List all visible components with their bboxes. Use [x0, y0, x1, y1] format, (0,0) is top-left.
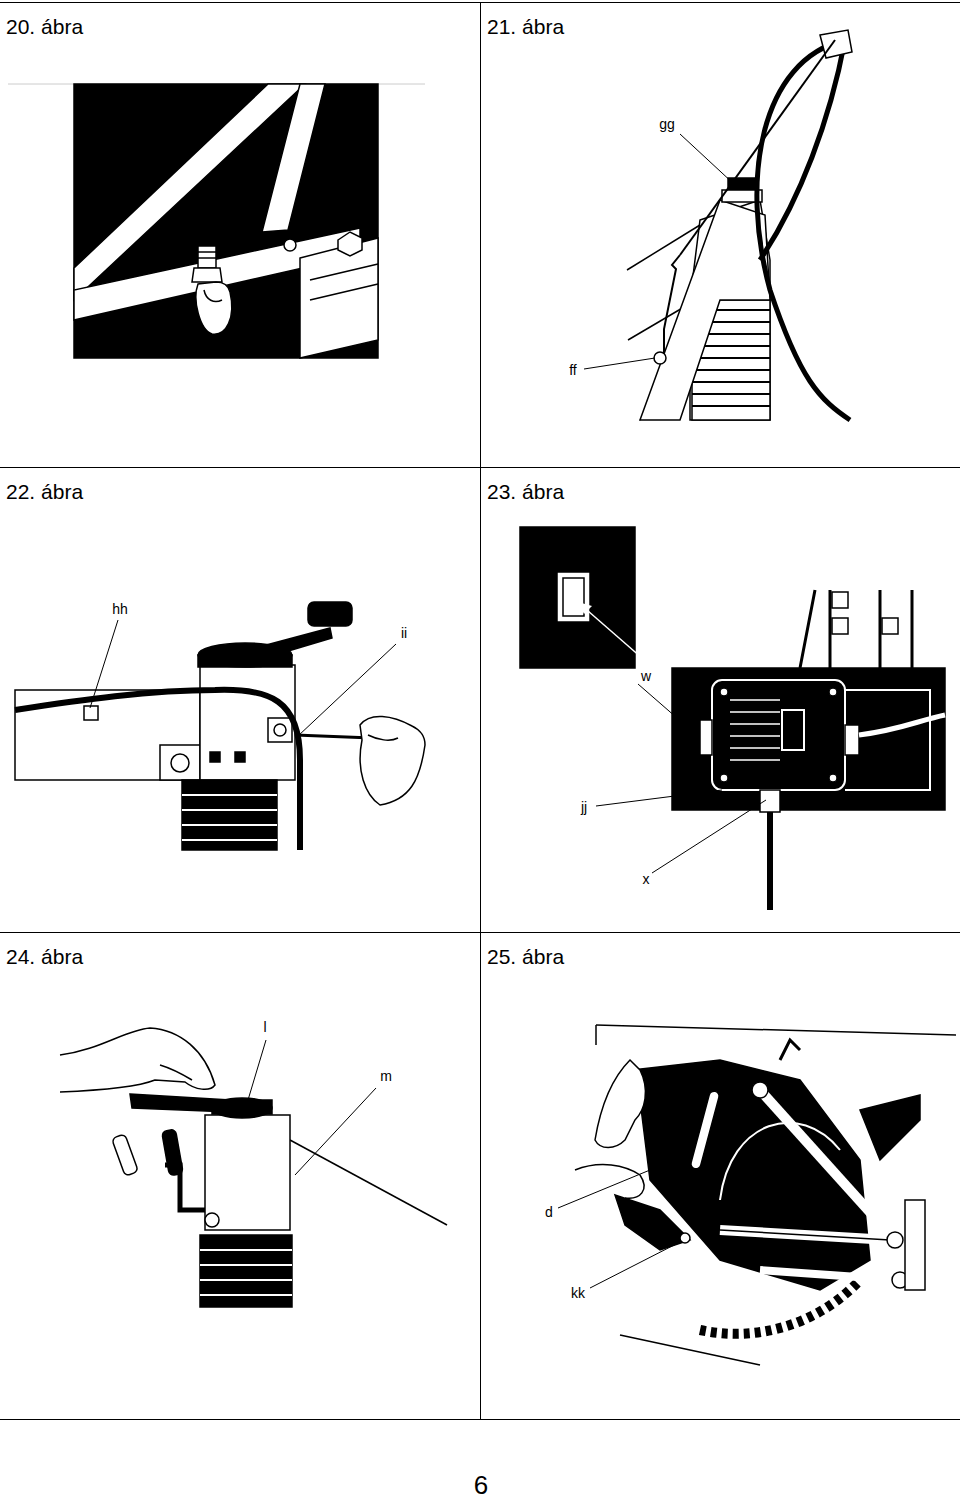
callout-letter: gg: [657, 117, 677, 132]
callout-letter: kk: [569, 1286, 587, 1301]
frame-bolt-figure: [8, 84, 425, 358]
arm-crank-figure: [15, 602, 425, 850]
callout-letter: d: [543, 1205, 555, 1220]
figure-heading: 23. ábra: [487, 480, 564, 504]
figure-panel: 25. ábra: [481, 932, 960, 1420]
figure-heading: 22. ábra: [6, 480, 83, 504]
figure-panel: 20. ábra: [0, 2, 481, 467]
switch-box-figure: [520, 527, 945, 910]
callout-letter: hh: [110, 602, 130, 617]
callout-letter: ff: [567, 363, 579, 378]
page-number: 6: [472, 1471, 490, 1499]
figure-heading: 25. ábra: [487, 945, 564, 969]
callout-letter: jj: [579, 800, 589, 815]
figure-panel: 22. ábra: [0, 467, 481, 932]
blade-guard-figure: [575, 1025, 956, 1365]
callout-letter: l: [261, 1020, 268, 1035]
figure-panel: 21. ábra: [481, 2, 960, 467]
figure-heading: 20. ábra: [6, 15, 83, 39]
column-cable-figure: [627, 30, 852, 420]
callout-letter: x: [641, 872, 652, 887]
callout-letter: ii: [399, 626, 409, 641]
figure-panel: 24. ábra: [0, 932, 481, 1420]
callout-letter: m: [378, 1069, 394, 1084]
figure-heading: 24. ábra: [6, 945, 83, 969]
callout-letter: w: [639, 669, 653, 684]
column-wrench-figure: [60, 1028, 447, 1307]
leader-lines: [90, 134, 766, 1288]
figure-heading: 21. ábra: [487, 15, 564, 39]
figure-panel: 23. ábra: [481, 467, 960, 932]
